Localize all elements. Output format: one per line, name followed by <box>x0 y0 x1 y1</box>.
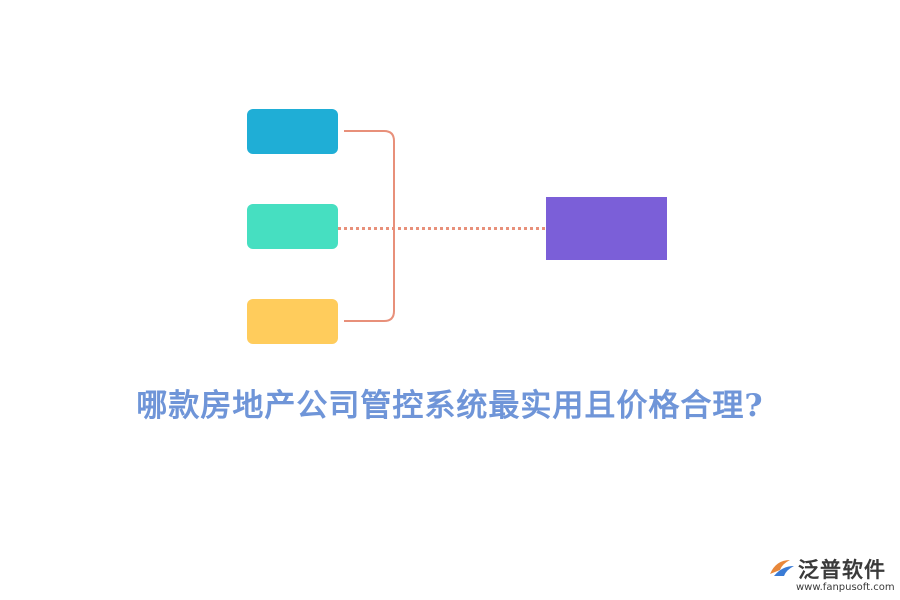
brand-logo[interactable]: 泛普软件 www.fanpusoft.com <box>766 553 896 595</box>
node-box-blue <box>247 109 338 154</box>
node-box-teal <box>247 204 338 249</box>
node-box-yellow <box>247 299 338 344</box>
logo-url: www.fanpusoft.com <box>796 582 895 593</box>
logo-name: 泛普软件 <box>798 558 886 582</box>
fanpu-logo-icon <box>770 560 794 576</box>
bracket-connector <box>344 130 395 322</box>
target-box-purple <box>546 197 667 260</box>
page-title: 哪款房地产公司管控系统最实用且价格合理? <box>136 388 764 424</box>
